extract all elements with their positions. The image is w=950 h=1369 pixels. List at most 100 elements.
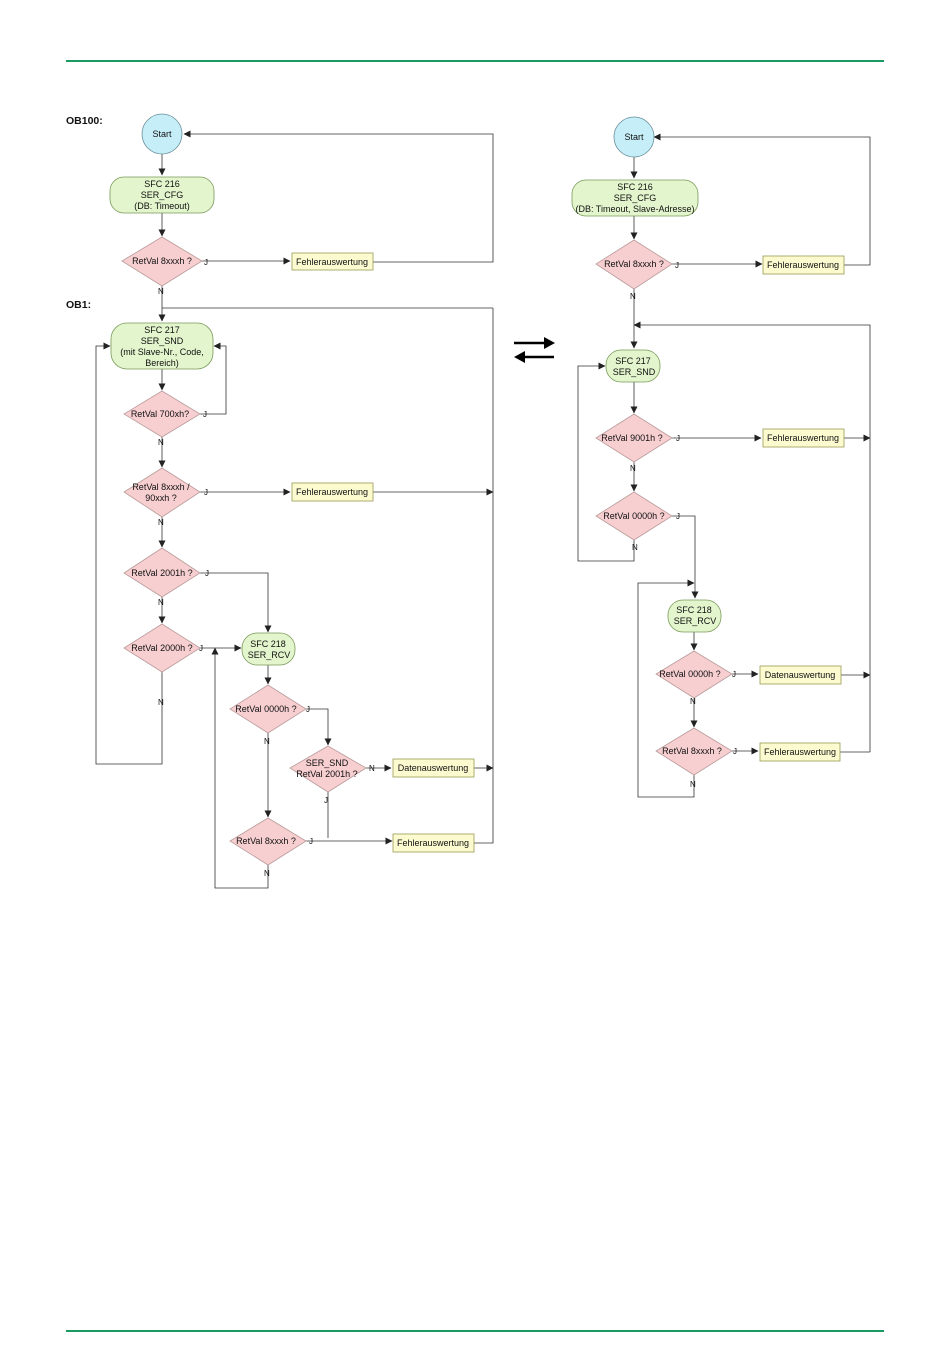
right-no-5: N (690, 780, 696, 789)
left-decision-8xxxh-90xxh-label-2: 90xxh ? (145, 493, 177, 503)
right-connectors (577, 133, 871, 798)
left-decision-700xh (123, 390, 201, 438)
right-sfc216-param: (DB: Timeout, Slave-Adresse) (575, 204, 694, 214)
left-decision-sersnd-label-1: SER_SND (306, 758, 349, 768)
left-sfc217-box (110, 322, 214, 370)
left-sfc217-title: SFC 217 (144, 325, 180, 335)
right-sfc218-box (667, 599, 722, 633)
left-no-8: N (264, 869, 270, 878)
left-yes-2: J (203, 410, 207, 419)
right-sfc217-title: SFC 217 (615, 356, 651, 366)
right-sfc216-box (571, 179, 699, 217)
left-error-eval-1-label: Fehlerauswertung (296, 257, 368, 267)
right-error-eval-3 (759, 742, 841, 762)
right-decision-0000h-1-label: RetVal 0000h ? (603, 511, 664, 521)
left-sfc217-param-2: Bereich) (145, 358, 179, 368)
left-no-7: N (369, 764, 375, 773)
left-sfc218-name: SER_RCV (248, 650, 291, 660)
right-no-2: N (630, 464, 636, 473)
left-decision-8xxxh-label: RetVal 8xxxh ? (132, 256, 192, 266)
left-yes-7: J (324, 796, 328, 805)
left-decision-2001h (123, 547, 201, 598)
left-decision-8xxxh-lower-label: RetVal 8xxxh ? (236, 836, 296, 846)
left-start-label: Start (152, 129, 172, 139)
left-decision-0000h (229, 684, 307, 734)
right-start-label: Start (624, 132, 644, 142)
right-sfc216-title: SFC 216 (617, 182, 653, 192)
right-sfc217-name: SER_SND (613, 367, 656, 377)
right-sfc218-title: SFC 218 (676, 605, 712, 615)
left-sfc216-param: (DB: Timeout) (134, 201, 190, 211)
left-error-eval-3-label: Fehlerauswertung (397, 838, 469, 848)
left-data-eval-label: Datenauswertung (398, 763, 469, 773)
right-decision-9001h (595, 413, 673, 463)
left-decision-8xxxh-90xxh (123, 467, 201, 518)
left-decision-2001h-label: RetVal 2001h ? (131, 568, 192, 578)
left-start-node (141, 113, 183, 155)
left-no-5: N (158, 698, 164, 707)
right-yes-5: J (733, 747, 737, 756)
left-connectors (95, 130, 494, 889)
right-yes-1: J (675, 261, 679, 270)
left-no-3: N (158, 518, 164, 527)
right-start-node (613, 116, 655, 158)
left-decision-8xxxh-90xxh-label-1: RetVal 8xxxh / (132, 482, 190, 492)
right-decision-9001h-label: RetVal 9001h ? (601, 433, 662, 443)
right-error-eval-3-label: Fehlerauswertung (764, 747, 836, 757)
left-no-6: N (264, 737, 270, 746)
left-sfc217-name: SER_SND (141, 336, 184, 346)
right-no-3: N (632, 543, 638, 552)
right-error-eval-1 (762, 255, 845, 275)
right-decision-0000h-2 (655, 650, 733, 699)
left-decision-2000h-label: RetVal 2000h ? (131, 643, 192, 653)
right-decision-8xxxh-label: RetVal 8xxxh ? (604, 259, 664, 269)
right-error-eval-2 (762, 428, 845, 448)
right-data-eval-label: Datenauswertung (765, 670, 836, 680)
left-decision-700xh-label: RetVal 700xh? (131, 409, 189, 419)
left-yes-4: J (205, 569, 209, 578)
left-sfc218-title: SFC 218 (250, 639, 286, 649)
left-decision-0000h-label: RetVal 0000h ? (235, 704, 296, 714)
left-decision-8xxxh (121, 236, 203, 287)
left-decision-sersnd-2001h (289, 745, 367, 793)
right-no-4: N (690, 697, 696, 706)
right-error-eval-2-label: Fehlerauswertung (767, 433, 839, 443)
right-no-1: N (630, 292, 636, 301)
right-sfc216-name: SER_CFG (614, 193, 657, 203)
right-data-eval (759, 665, 842, 685)
right-decision-0000h-1 (595, 491, 673, 541)
header-rule (66, 60, 884, 62)
left-error-eval-2 (291, 482, 374, 502)
left-no-4: N (158, 598, 164, 607)
right-decision-8xxxh (595, 239, 673, 290)
left-yes-8: J (309, 837, 313, 846)
right-error-eval-1-label: Fehlerauswertung (767, 260, 839, 270)
exchange-arrows-icon (514, 337, 555, 363)
left-no-1: N (158, 287, 164, 296)
right-yes-3: J (676, 512, 680, 521)
left-decision-sersnd-label-2: RetVal 2001h ? (296, 769, 357, 779)
left-no-2: N (158, 438, 164, 447)
left-yes-1: J (204, 258, 208, 267)
right-sfc217-box (605, 349, 661, 383)
left-sfc216-name: SER_CFG (141, 190, 184, 200)
right-yes-2: J (676, 434, 680, 443)
left-sfc216-title: SFC 216 (144, 179, 180, 189)
left-sfc218-box (241, 632, 296, 666)
left-sfc216-box (109, 176, 215, 214)
right-sfc218-name: SER_RCV (674, 616, 717, 626)
left-error-eval-3 (392, 833, 475, 853)
footer-rule (66, 1330, 884, 1332)
left-yes-6: J (306, 705, 310, 714)
right-decision-8xxxh-2-label: RetVal 8xxxh ? (662, 746, 722, 756)
left-sfc217-param-1: (mit Slave-Nr., Code, (120, 347, 204, 357)
left-error-eval-1 (291, 252, 374, 271)
left-data-eval (392, 758, 475, 778)
left-error-eval-2-label: Fehlerauswertung (296, 487, 368, 497)
right-yes-4: J (732, 670, 736, 679)
ob1-label: OB1: (66, 299, 91, 311)
left-yes-5: J (199, 644, 203, 653)
right-decision-0000h-2-label: RetVal 0000h ? (659, 669, 720, 679)
left-decision-8xxxh-lower (229, 817, 307, 866)
